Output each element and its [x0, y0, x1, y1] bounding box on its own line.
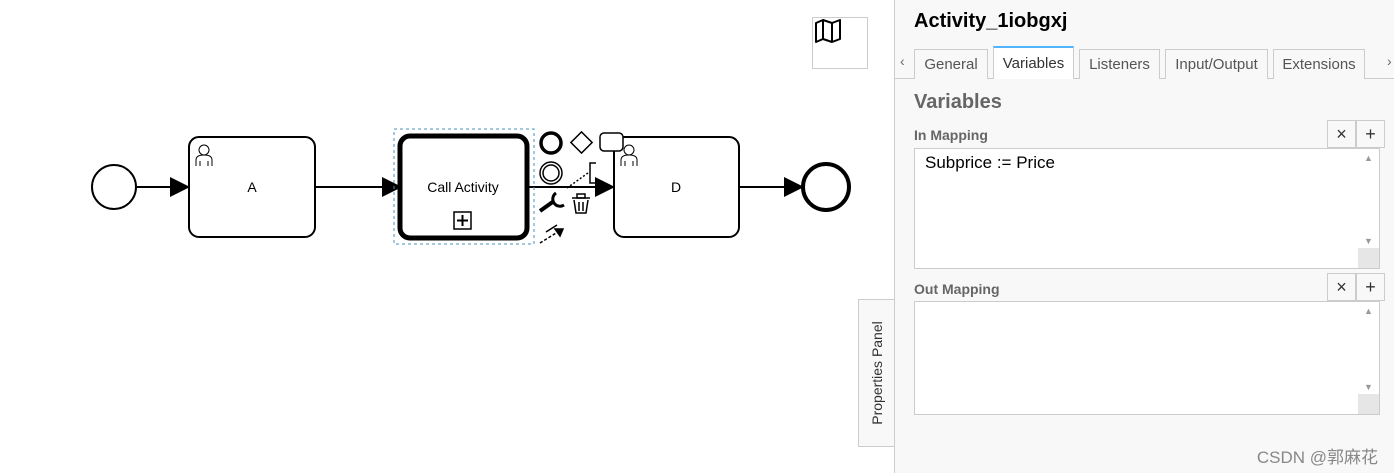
properties-panel: Activity_1iobgxj ‹ › General Variables L…	[894, 0, 1394, 473]
scroll-down-icon[interactable]: ▼	[1364, 236, 1373, 246]
out-mapping-label: Out Mapping	[914, 281, 1000, 297]
in-mapping-label: In Mapping	[914, 127, 988, 143]
out-mapping-add-button[interactable]: +	[1356, 273, 1385, 301]
scroll-down-icon[interactable]: ▼	[1364, 382, 1373, 392]
close-icon: ×	[1336, 276, 1347, 297]
map-icon	[815, 19, 841, 43]
selection-outline	[393, 128, 535, 245]
scroll-up-icon[interactable]: ▲	[1364, 306, 1373, 316]
diagram-svg: A Call Activity D	[91, 128, 851, 245]
start-event[interactable]	[91, 164, 137, 210]
out-mapping-textarea[interactable]: ▲ ▼	[914, 301, 1380, 415]
task-d[interactable]: D	[613, 136, 740, 238]
resize-grip-icon[interactable]	[1358, 394, 1379, 414]
end-event[interactable]	[801, 162, 851, 212]
connect-icon[interactable]	[539, 224, 565, 244]
call-activity[interactable]: Call Activity	[397, 133, 530, 241]
tabs-next-icon[interactable]: ›	[1387, 53, 1392, 69]
tab-variables[interactable]: Variables	[993, 46, 1074, 79]
scrollbar[interactable]: ▲ ▼	[1358, 302, 1379, 414]
in-mapping-remove-button[interactable]: ×	[1327, 120, 1356, 148]
task-a[interactable]: A	[188, 136, 316, 238]
tabs-prev-icon[interactable]: ‹	[900, 53, 905, 69]
context-pad	[538, 130, 624, 244]
tab-input-output[interactable]: Input/Output	[1165, 49, 1268, 79]
intermediate-event-icon[interactable]	[539, 161, 563, 185]
task-icon[interactable]	[599, 132, 624, 152]
user-task-icon	[195, 144, 213, 166]
expand-marker-icon	[453, 211, 472, 230]
user-task-icon	[620, 144, 638, 166]
tab-general[interactable]: General	[914, 49, 988, 79]
scroll-up-icon[interactable]: ▲	[1364, 153, 1373, 163]
tab-extensions[interactable]: Extensions	[1273, 49, 1365, 79]
in-mapping-add-button[interactable]: +	[1356, 120, 1385, 148]
close-icon: ×	[1336, 123, 1347, 144]
resize-grip-icon[interactable]	[1358, 248, 1379, 268]
bpmn-canvas[interactable]: A Call Activity D	[0, 0, 894, 473]
tab-listeners[interactable]: Listeners	[1079, 49, 1160, 79]
panel-title: Activity_1iobgxj	[914, 10, 1068, 32]
plus-icon: +	[1365, 276, 1376, 297]
scrollbar[interactable]: ▲ ▼	[1358, 149, 1379, 268]
task-d-label: D	[671, 179, 681, 195]
plus-icon: +	[1365, 123, 1376, 144]
gateway-icon[interactable]	[569, 130, 594, 155]
in-mapping-textarea[interactable]: Subprice := Price ▲ ▼	[914, 148, 1380, 269]
out-mapping-remove-button[interactable]: ×	[1327, 273, 1356, 301]
call-activity-label: Call Activity	[427, 179, 499, 195]
watermark: CSDN @郭麻花	[1256, 448, 1378, 467]
minimap-toggle-button[interactable]	[812, 17, 868, 69]
delete-icon[interactable]	[572, 193, 590, 214]
text-annotation-icon[interactable]	[566, 162, 596, 189]
task-a-label: A	[247, 179, 257, 195]
section-title: Variables	[914, 91, 1002, 113]
wrench-icon[interactable]	[538, 191, 565, 213]
end-event-icon[interactable]	[539, 131, 563, 155]
in-mapping-value: Subprice := Price	[925, 153, 1055, 172]
properties-panel-toggle-label: Properties Panel	[868, 321, 885, 425]
properties-panel-toggle[interactable]: Properties Panel	[858, 299, 894, 447]
